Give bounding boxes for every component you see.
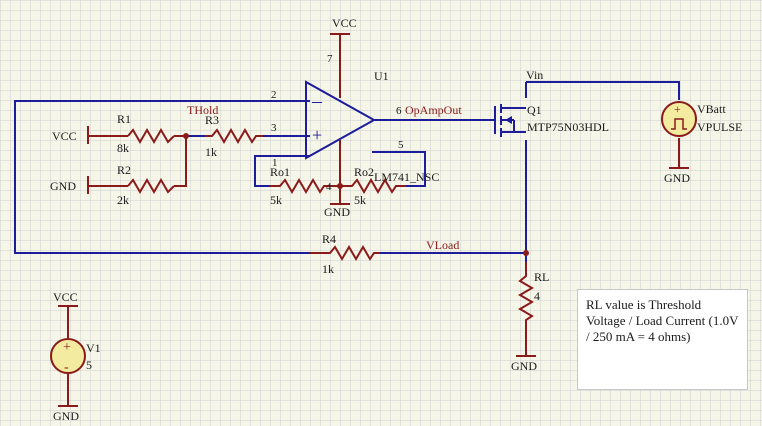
r2-value: 2k <box>117 193 129 207</box>
gnd-label-left: GND <box>50 179 76 193</box>
vbatt-value: VPULSE <box>697 120 742 134</box>
svg-text:+: + <box>63 340 71 355</box>
q1-part: MTP75N03HDL <box>527 120 609 134</box>
pin-4: 4 <box>326 181 332 193</box>
u1-part: LM741_NSC <box>374 170 439 184</box>
junctions <box>183 133 529 256</box>
r3-ref: R3 <box>205 113 219 127</box>
rl-ref: RL <box>534 270 549 284</box>
r4-ref: R4 <box>322 232 336 246</box>
pin-7: 7 <box>327 53 333 65</box>
r2-ref: R2 <box>117 163 131 177</box>
gnd-label-opamp: GND <box>324 205 350 219</box>
net-vin: Vin <box>526 68 543 82</box>
opamp-u1[interactable]: – + <box>305 34 377 204</box>
pin-1: 1 <box>272 157 278 169</box>
v1-ref: V1 <box>86 341 101 355</box>
threshold-note: RL value is Threshold Voltage / Load Cur… <box>577 289 748 390</box>
svg-text:–: – <box>311 90 323 112</box>
gnd-label-vbatt: GND <box>664 171 690 185</box>
ro2-value: 5k <box>354 193 366 207</box>
vcc-label-v1: VCC <box>53 290 78 304</box>
r3-value: 1k <box>205 145 217 159</box>
pin-3: 3 <box>271 122 277 134</box>
power-symbols <box>58 33 689 407</box>
r4-value: 1k <box>322 262 334 276</box>
pin-2: 2 <box>271 89 277 101</box>
vbatt-ref: VBatt <box>697 102 726 116</box>
gnd-label-rl: GND <box>511 359 537 373</box>
pin-6: 6 <box>396 105 402 117</box>
svg-text:+: + <box>674 102 681 116</box>
vcc-label-top: VCC <box>332 16 357 30</box>
net-vload: VLoad <box>426 238 459 252</box>
ro1-ref: Ro1 <box>270 165 290 179</box>
pin-5: 5 <box>398 139 404 151</box>
ro1-value: 5k <box>270 193 282 207</box>
u1-ref: U1 <box>374 69 389 83</box>
net-opampout: OpAmpOut <box>405 103 462 117</box>
svg-text:+: + <box>312 125 322 145</box>
vcc-label-left: VCC <box>52 129 77 143</box>
ro2-ref: Ro2 <box>354 165 374 179</box>
source-vbatt[interactable]: + <box>661 101 697 137</box>
source-v1[interactable]: + - <box>50 338 86 375</box>
resistors <box>116 128 534 322</box>
r1-ref: R1 <box>117 112 131 126</box>
svg-text:-: - <box>64 360 69 375</box>
wires <box>14 81 680 262</box>
net-thold: THold <box>187 103 218 117</box>
gnd-label-v1: GND <box>53 409 79 423</box>
q1-ref: Q1 <box>527 103 542 117</box>
v1-value: 5 <box>86 358 92 372</box>
rl-value: 4 <box>534 289 540 303</box>
r1-value: 8k <box>117 141 129 155</box>
